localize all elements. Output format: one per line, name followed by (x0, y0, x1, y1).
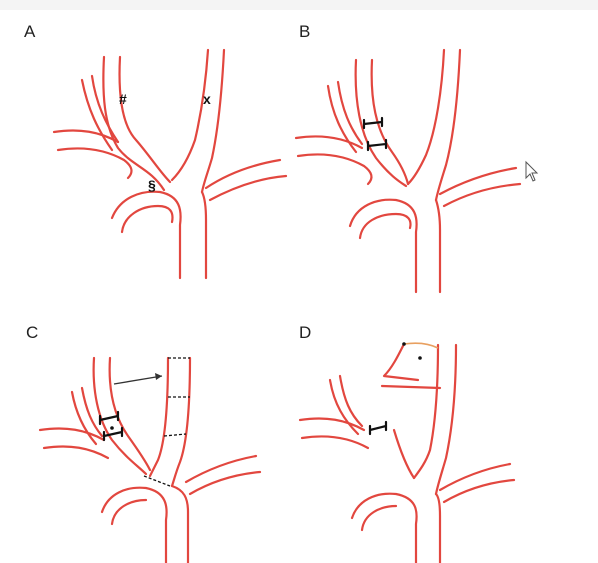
panel-c-vessel (40, 428, 104, 440)
panel-a-vessel (202, 192, 206, 278)
panel-d-flap (382, 386, 440, 388)
panel-b-vessel (440, 168, 516, 194)
panel-c-cut-line (144, 476, 170, 486)
panel-d-vessel (440, 464, 510, 490)
panel-d-suture-point (402, 342, 406, 346)
panel-c-vessel (112, 500, 146, 524)
panel-a-vessel (82, 80, 112, 150)
panel-d-vessel (414, 345, 438, 478)
panel-d: D (299, 323, 514, 563)
panel-b-vessel (360, 214, 410, 238)
panel-d-vessel (300, 418, 364, 430)
panel-d-vessel (362, 506, 396, 530)
panel-c-vessel (110, 358, 150, 470)
panel-d-clamp (370, 422, 386, 434)
panel-a-label: A (24, 22, 36, 41)
panel-b-label: B (299, 22, 310, 41)
panel-a-vessel (172, 50, 208, 180)
panel-a-vessel (58, 148, 131, 178)
panel-a-vessel (122, 206, 172, 232)
panel-c-dot (110, 426, 114, 430)
panel-a-section-mark: § (148, 177, 156, 193)
panel-c-vessel (94, 358, 146, 474)
panel-d-vessel (394, 430, 414, 478)
panel-c-cut-line (164, 434, 186, 436)
arrowhead-icon (155, 373, 162, 380)
panel-d-vessel (340, 376, 362, 426)
panel-a-vessel (54, 130, 118, 142)
panel-d-flap-suture (404, 343, 438, 348)
panel-b-vessel (436, 200, 440, 292)
panel-c-vessel (44, 446, 108, 458)
panel-d-flap (384, 344, 418, 380)
panel-a-hash-mark: # (119, 91, 127, 107)
panel-c: C (26, 323, 260, 563)
panel-b: B (296, 22, 537, 292)
panel-c-vessel (172, 486, 188, 563)
panel-d-vessel (302, 436, 368, 448)
panel-c-label: C (26, 323, 38, 342)
panel-a-vessel (103, 57, 164, 190)
panel-c-vessel (102, 488, 167, 563)
panel-a-x-mark: x (203, 91, 211, 107)
panel-b-vessel (350, 200, 417, 292)
panel-a-vessel (206, 160, 280, 188)
panel-d-dot (418, 356, 422, 360)
panel-b-vessel (408, 50, 444, 184)
cursor-icon (526, 162, 537, 181)
panel-d-vessel (436, 494, 440, 563)
panel-d-label: D (299, 323, 311, 342)
panel-b-vessel (436, 50, 460, 200)
panel-a-vessel (112, 192, 181, 278)
panel-a: A # x § (24, 22, 286, 278)
panel-c-vessel (172, 358, 190, 486)
panel-c-vessel (186, 456, 256, 482)
panel-c-transfer-arrow (114, 376, 162, 384)
panel-d-vessel (436, 345, 456, 494)
panel-b-vessel (298, 154, 371, 184)
